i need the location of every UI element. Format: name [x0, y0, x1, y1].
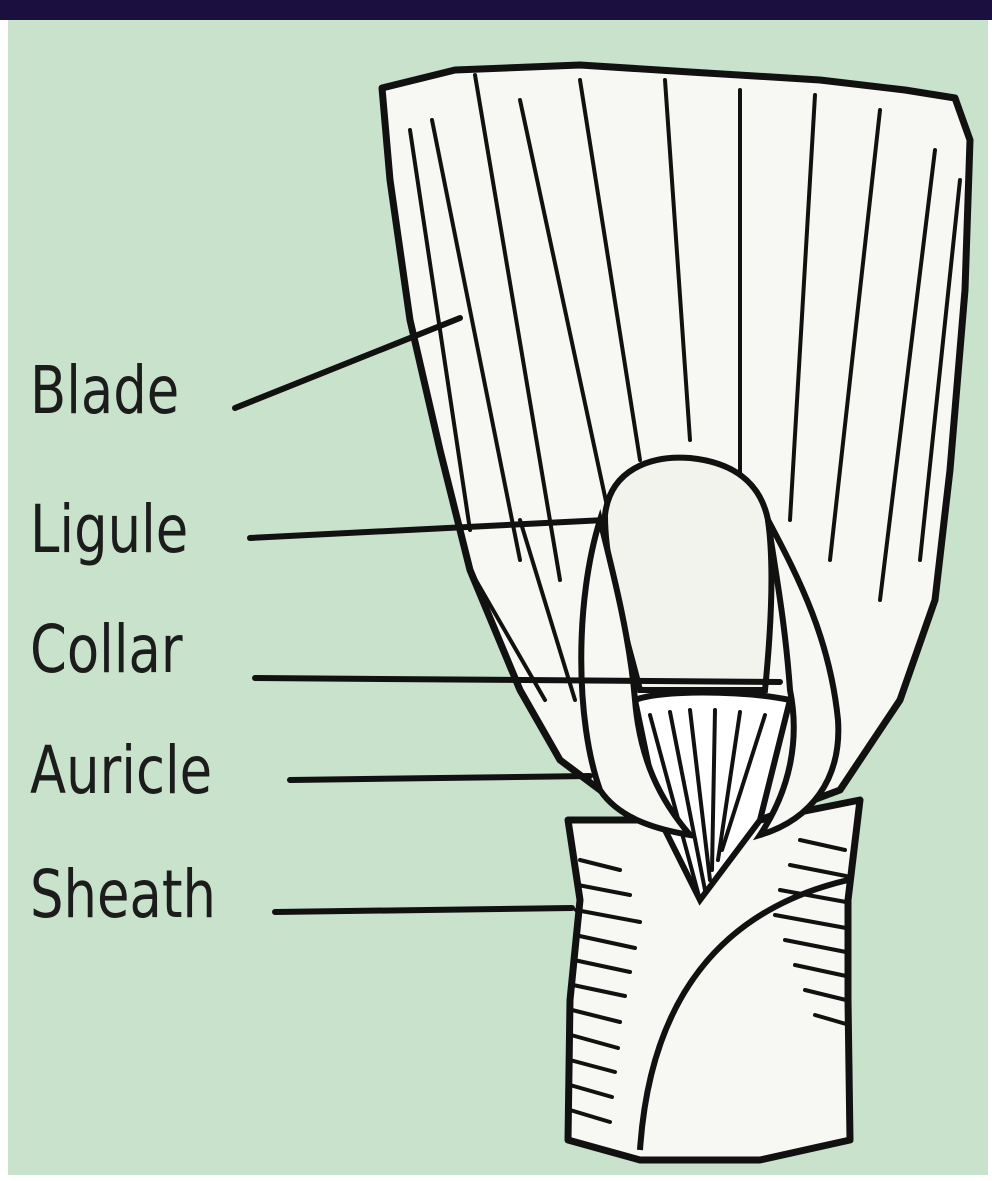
- label-ligule: Ligule: [30, 497, 188, 563]
- auricle-leader-line: [290, 776, 590, 780]
- sheath-leader-line: [275, 908, 572, 912]
- label-blade: Blade: [30, 358, 179, 424]
- label-sheath: Sheath: [30, 862, 216, 928]
- label-collar: Collar: [30, 617, 183, 683]
- collar-leader-line: [255, 678, 780, 682]
- label-auricle: Auricle: [30, 738, 212, 804]
